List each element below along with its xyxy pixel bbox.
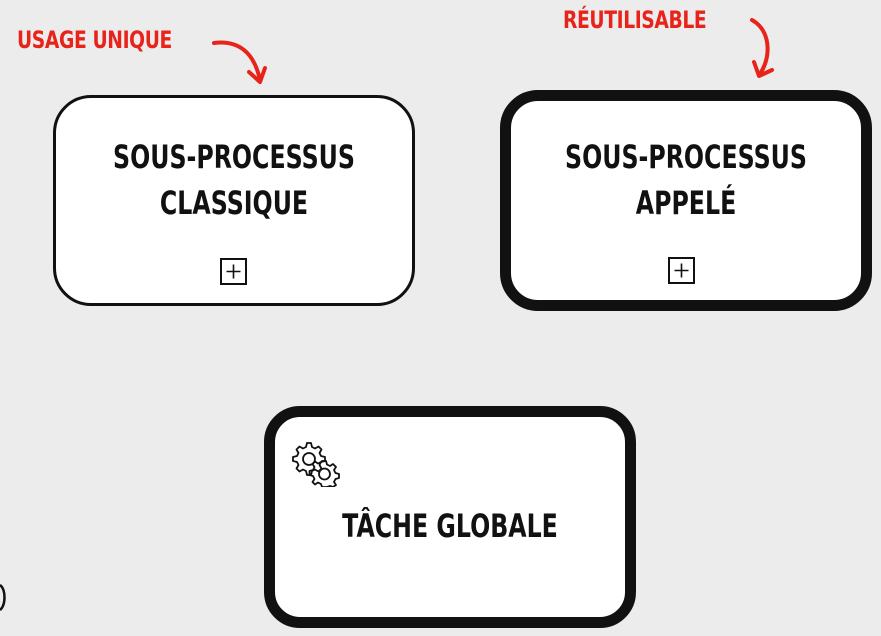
plus-square-icon[interactable] xyxy=(668,257,695,284)
arrow-reusable-head xyxy=(752,60,774,78)
arrow-single-use xyxy=(212,40,262,82)
global-task-box[interactable]: TÂCHE GLOBALE xyxy=(264,406,636,628)
global-task-label: TÂCHE GLOBALE xyxy=(342,507,558,545)
subprocess-called-box[interactable]: SOUS-PROCESSUS APPELÉ xyxy=(500,90,872,311)
arrow-single-use-head xyxy=(247,66,267,84)
annotation-single-use: USAGE UNIQUE xyxy=(17,26,172,54)
arrow-reusable xyxy=(750,18,770,76)
subprocess-called-label: SOUS-PROCESSUS APPELÉ xyxy=(557,134,816,226)
subprocess-called-line2: APPELÉ xyxy=(635,184,737,222)
subprocess-classic-box[interactable]: SOUS-PROCESSUS CLASSIQUE xyxy=(53,95,415,306)
subprocess-classic-line1: SOUS-PROCESSUS xyxy=(113,138,355,176)
annotation-reusable: RÉUTILISABLE xyxy=(563,6,707,34)
plus-square-icon[interactable] xyxy=(220,258,247,285)
partial-shape-left-edge xyxy=(0,583,8,617)
subprocess-called-line1: SOUS-PROCESSUS xyxy=(565,138,807,176)
subprocess-classic-label: SOUS-PROCESSUS CLASSIQUE xyxy=(102,134,365,226)
gear-icon xyxy=(287,437,343,487)
subprocess-classic-line2: CLASSIQUE xyxy=(159,184,309,222)
